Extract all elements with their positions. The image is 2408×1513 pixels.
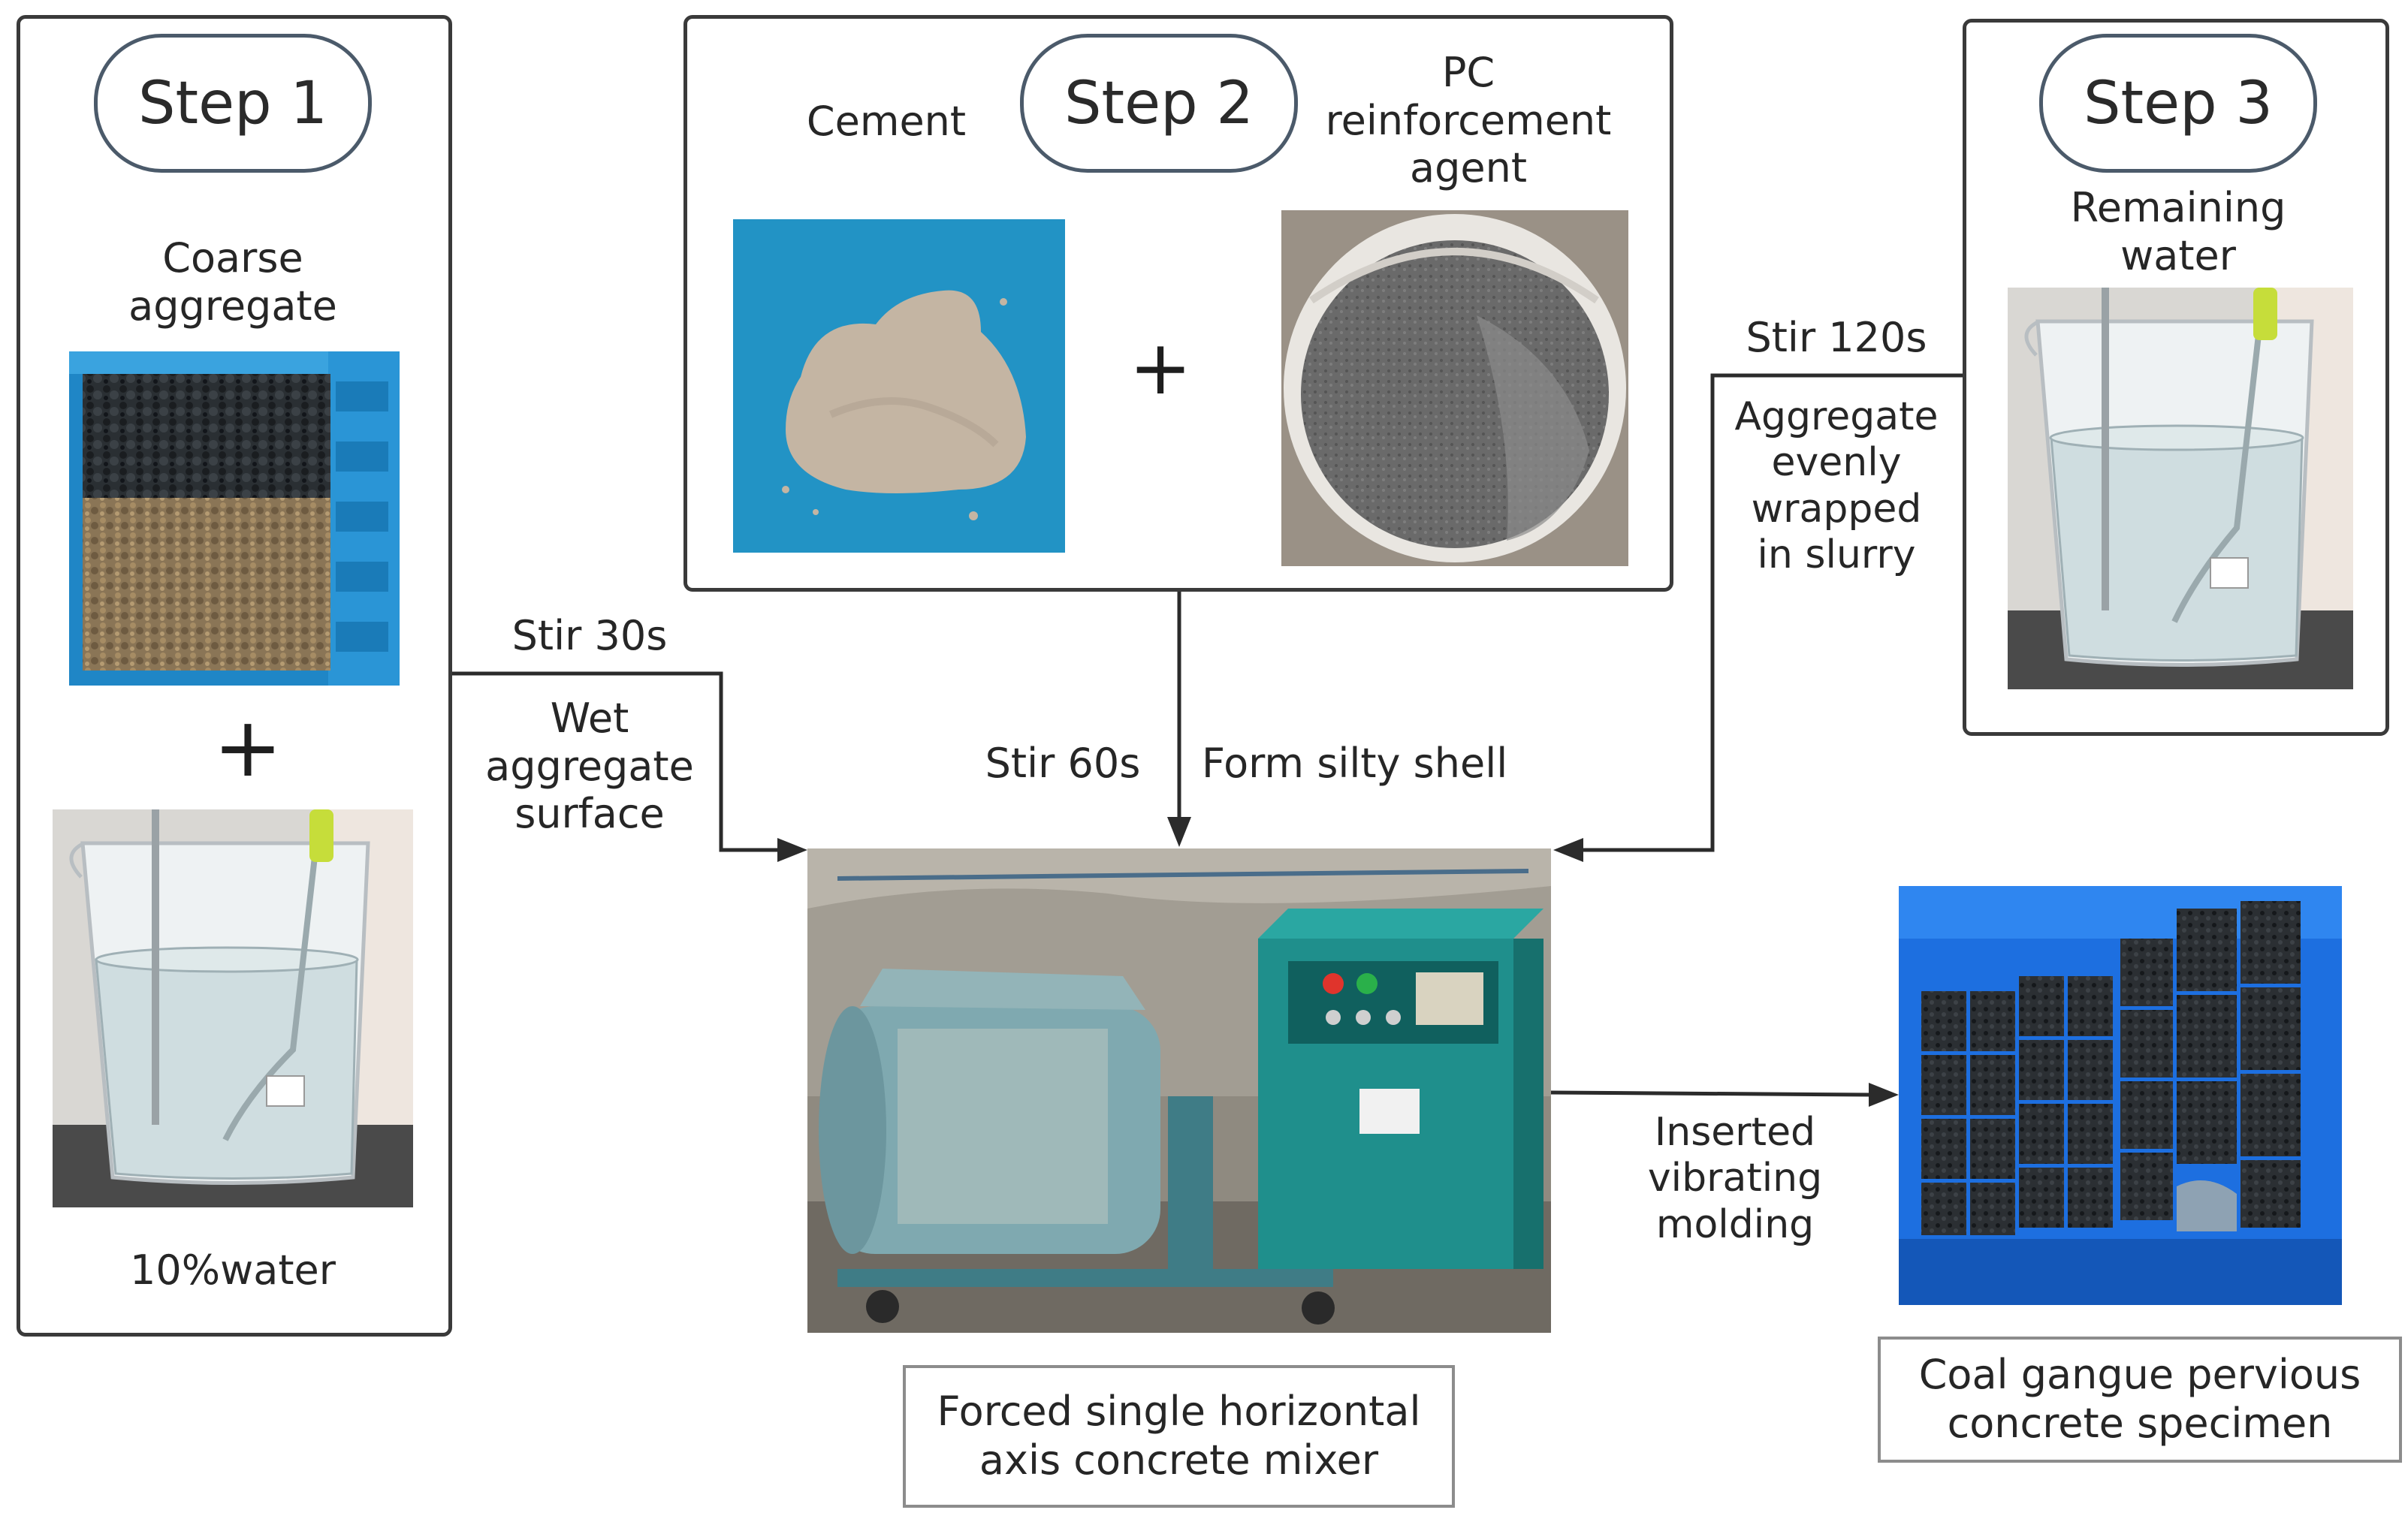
coarse-aggregate-label: Coarse aggregate xyxy=(128,234,337,330)
pc-agent-label: PC reinforcement agent xyxy=(1325,49,1612,192)
cement-photo xyxy=(733,219,1065,553)
arrow-mixer-to-specimen xyxy=(1550,1090,1871,1097)
step2-plus: + xyxy=(1129,324,1192,411)
step1-label: Step 1 xyxy=(94,34,372,173)
specimen-caption: Coal gangue pervious concrete specimen xyxy=(1878,1337,2402,1463)
stir30-label: Stir 30s xyxy=(511,612,668,659)
stir120-effect-label: Aggregate evenly wrapped in slurry xyxy=(1734,394,1939,578)
step2-label: Step 2 xyxy=(1020,34,1298,173)
step3-label: Step 3 xyxy=(2039,34,2317,173)
remaining-water-beaker-photo xyxy=(2008,288,2353,689)
stir30-effect-label: Wet aggregate surface xyxy=(485,695,694,838)
step1-plus: + xyxy=(213,699,283,795)
pc-agent-photo xyxy=(1281,210,1628,566)
remaining-water-label: Remaining water xyxy=(2070,184,2286,279)
arrow-step1-to-mixer xyxy=(452,671,781,852)
concrete-mixer-photo xyxy=(807,848,1551,1333)
mixer-caption: Forced single horizontal axis concrete m… xyxy=(903,1365,1455,1508)
water-10pct-label: 10%water xyxy=(130,1246,336,1294)
cement-label: Cement xyxy=(806,98,967,145)
water-beaker-photo xyxy=(53,809,413,1207)
coarse-aggregate-photo xyxy=(69,351,400,686)
stir60-effect-label: Form silty shell xyxy=(1202,740,1508,787)
arrow-step3-to-mixer xyxy=(1581,373,1963,852)
molding-label: Inserted vibrating molding xyxy=(1647,1110,1823,1247)
stir60-label: Stir 60s xyxy=(985,740,1141,787)
specimen-photo xyxy=(1899,886,2342,1305)
stir120-label: Stir 120s xyxy=(1746,314,1927,361)
